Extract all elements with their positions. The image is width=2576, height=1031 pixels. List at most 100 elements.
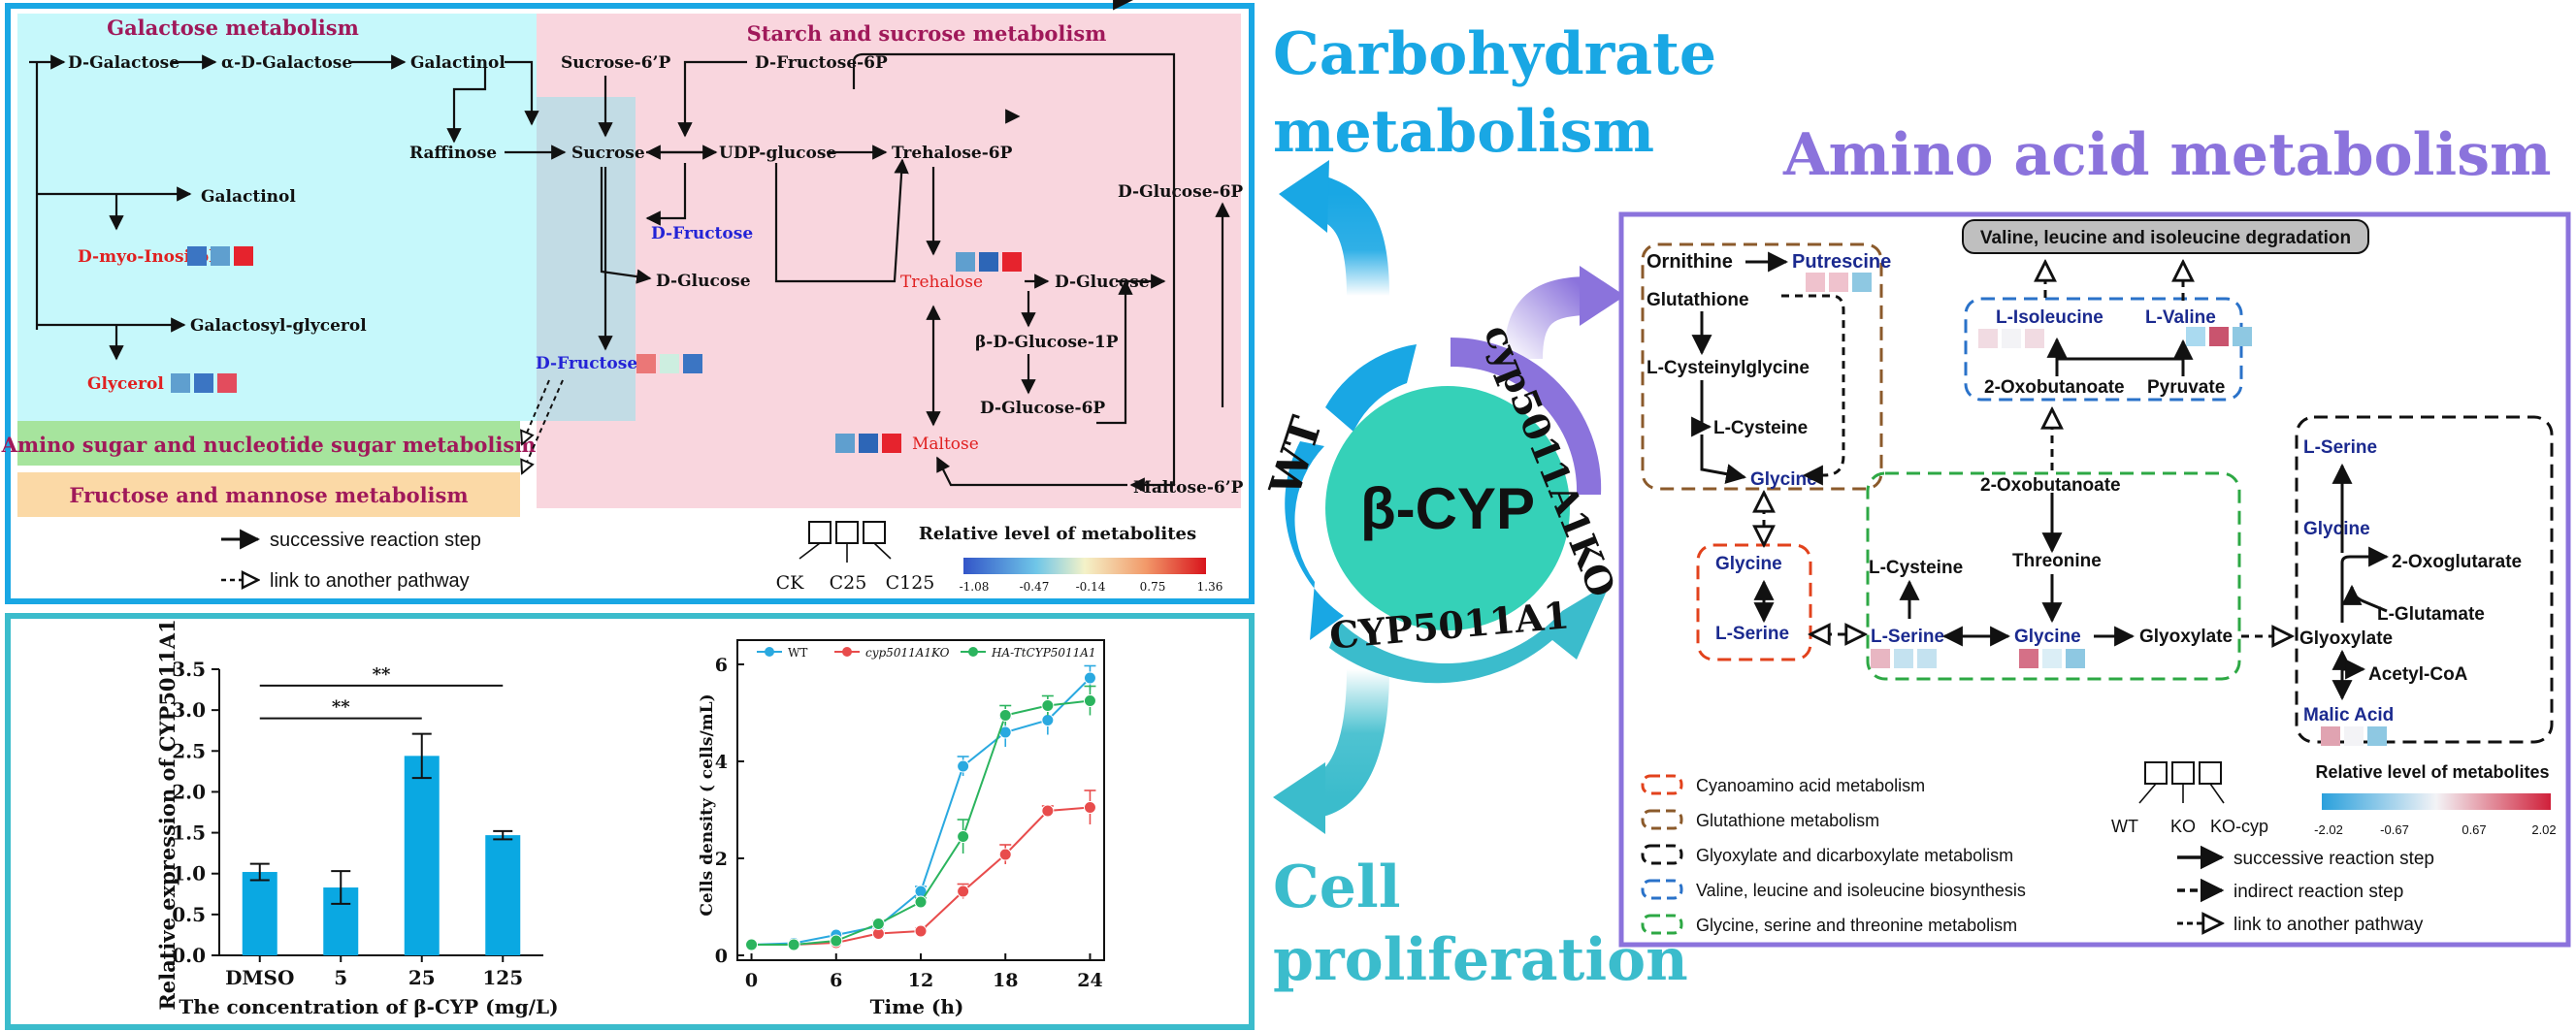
amino-arrow-band [1504, 276, 1592, 360]
series-point-2 [830, 934, 843, 948]
series-point-2 [957, 830, 970, 843]
node-d-glucose6p-right: D-Glucose-6P [1118, 182, 1243, 202]
amino-scale-tick-1: -0.67 [2380, 822, 2409, 837]
node-sucrose6p: Sucrose-6’P [561, 53, 670, 73]
amino-legend-group-boxes [2138, 761, 2225, 804]
amino-dashed-arrows [1764, 262, 2292, 636]
series-point-2 [871, 918, 885, 930]
line-xtick-label: 6 [830, 970, 842, 991]
legend-glyoxylate: Glyoxylate and dicarboxylate metabolism [1696, 846, 2013, 865]
legend-group-c125: C125 [886, 572, 935, 594]
significance-stars: ** [332, 697, 350, 718]
legend-valine: Valine, leucine and isoleucine biosynthe… [1696, 881, 2026, 900]
node-d-fructose-blue: D-Fructose [651, 224, 753, 243]
heat-putrescine [1806, 273, 1872, 292]
node-d-glucose-left: D-Glucose [656, 272, 751, 291]
node-l-cysteinylglycine: L-Cysteinylglycine [1647, 358, 1810, 378]
legend-marker-2 [968, 647, 978, 657]
node-l-cysteine-b: L-Cysteine [1869, 558, 1963, 578]
legend-marker-0 [765, 647, 774, 657]
node-threonine: Threonine [2012, 551, 2102, 571]
legend-label-1: cyp5011A1KO [865, 646, 950, 660]
starch-region [537, 14, 1241, 508]
bar-DMSO [242, 872, 277, 955]
scale-tick-1: -0.47 [1020, 580, 1050, 594]
node-galactinol-top: Galactinol [410, 53, 505, 73]
galactose-title: Galactose metabolism [107, 16, 359, 40]
series-point-2 [1083, 694, 1096, 707]
node-pyruvate: Pyruvate [2147, 377, 2225, 398]
node-udp-glucose: UDP-glucose [719, 144, 836, 163]
starch-title: Starch and sucrose metabolism [747, 21, 1107, 46]
legend-group-boxes [799, 521, 892, 563]
node-sucrose: Sucrose [571, 144, 645, 163]
series-point-2 [787, 938, 800, 951]
carb-title-line1: Carbohydrate [1273, 20, 1716, 88]
legend-group-ck: CK [776, 572, 805, 594]
ring-wt-label: WT [1260, 410, 1332, 502]
ring-wt-band [1285, 441, 1344, 640]
bar-ytick-label: 0.5 [172, 903, 206, 926]
bar-xtick-label: 25 [408, 966, 436, 989]
cell-arrow-head [1273, 762, 1325, 834]
amino-group-ko: KO [2170, 817, 2196, 836]
node-l-serine-c: L-Serine [1871, 627, 1944, 647]
beta-cyp-circle [1325, 386, 1570, 630]
amino-group-wt: WT [2111, 817, 2138, 836]
heat-trehalose [956, 252, 1022, 272]
heat-glycine-c [2019, 649, 2085, 668]
bar-ylabel: Relative expression of CYP5011A1 [155, 619, 179, 1010]
legend-successive: successive reaction step [270, 530, 481, 551]
bar-xtick-label: DMSO [225, 966, 294, 989]
amino-title: Amino acid metabolism [1782, 121, 2551, 189]
heat-malic-acid [2321, 726, 2387, 746]
legend-label-0: WT [788, 646, 807, 660]
node-d-galactose: D-Galactose [68, 53, 179, 73]
bar-25 [404, 756, 440, 955]
series-point-1 [957, 885, 970, 898]
heat-l-valine [2186, 327, 2252, 346]
beta-cyp-label: β-CYP [1360, 476, 1535, 541]
node-glycine-b: Glycine [1715, 554, 1782, 574]
node-glycine-d: Glycine [2303, 519, 2370, 539]
heat-myo-inositol [187, 246, 253, 266]
bar-ytick-label: 2.5 [172, 739, 206, 762]
node-d-glucose6p-low: D-Glucose-6P [980, 399, 1105, 418]
node-d-fructose-low: D-Fructose [536, 354, 637, 373]
node-trehalose: Trehalose [900, 273, 983, 292]
legend-scale-title: Relative level of metabolites [919, 524, 1196, 544]
bar-ytick-label: 1.5 [172, 822, 206, 845]
node-oxobutanoate-a: 2-Oxobutanoate [1984, 377, 2125, 398]
ring-ko-band [1451, 337, 1602, 495]
node-ornithine: Ornithine [1647, 251, 1733, 273]
node-acetyl-coa: Acetyl-CoA [2368, 664, 2468, 685]
line-ytick-label: 2 [715, 849, 728, 870]
bar-ytick-label: 1.0 [172, 862, 206, 886]
fructose-mannose-bar [17, 472, 520, 517]
amino-legend-swatches [1641, 774, 1683, 935]
charts-panel-border [5, 613, 1255, 1030]
amino-color-scale [2322, 793, 2551, 810]
series-point-2 [745, 938, 759, 951]
amino-legend-successive: successive reaction step [2234, 849, 2434, 869]
heat-d-fructose [636, 354, 702, 373]
amino-scale-tick-0: -2.02 [2314, 822, 2343, 837]
node-maltose: Maltose [912, 435, 979, 454]
node-glycine-a: Glycine [1750, 469, 1817, 490]
amino-arrow-head [1580, 266, 1625, 326]
line-ytick-label: 6 [715, 655, 728, 676]
series-point-0 [957, 759, 970, 773]
node-glutathione: Glutathione [1647, 290, 1749, 310]
line-xlabel: Time (h) [870, 995, 964, 1018]
cell-title-line1: Cell [1273, 854, 1401, 921]
node-galactosyl-glycerol: Galactosyl-glycerol [190, 316, 367, 336]
node-glycerol: Glycerol [87, 374, 164, 394]
node-l-cysteine-a: L-Cysteine [1713, 418, 1808, 438]
series-point-0 [1083, 671, 1096, 685]
line-xtick-label: 18 [993, 970, 1018, 991]
amino-scale-tick-2: 0.67 [2462, 822, 2486, 837]
significance-stars: ** [373, 664, 391, 685]
series-point-1 [1083, 801, 1096, 814]
node-malic-acid: Malic Acid [2303, 705, 2394, 725]
